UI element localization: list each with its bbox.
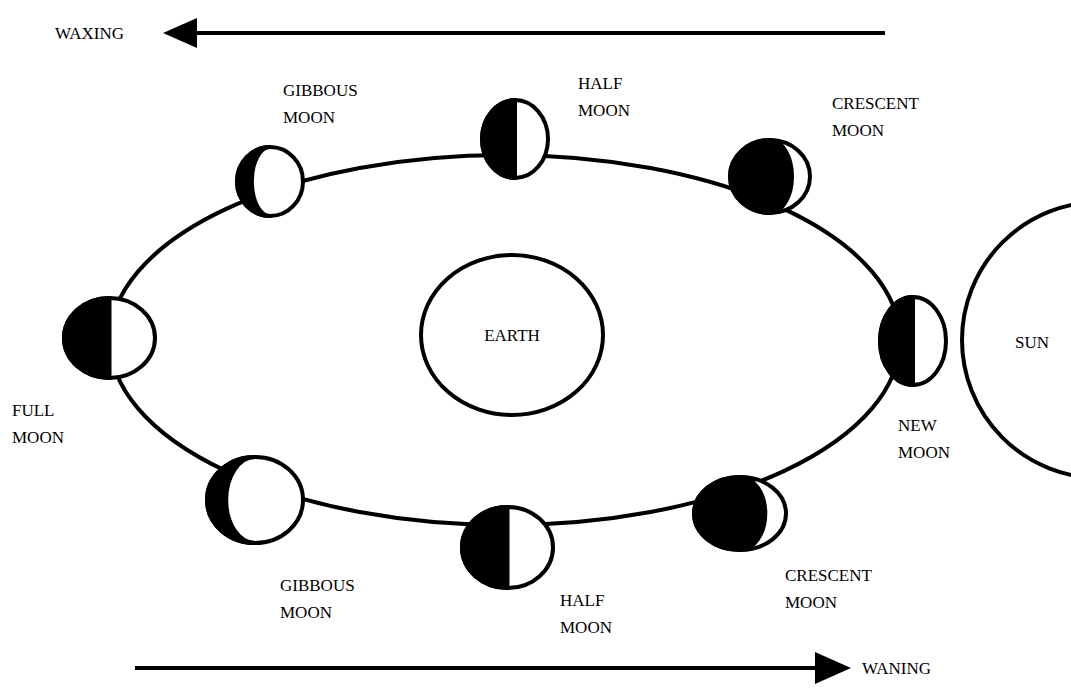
moon-shadow <box>694 477 765 550</box>
phase-label: HALF MOON <box>560 587 612 641</box>
phase-label: CRESCENT MOON <box>832 90 919 144</box>
phase-label: GIBBOUS MOON <box>283 77 358 131</box>
moon-shadow <box>730 140 792 213</box>
waxing-arrow-head <box>163 18 197 48</box>
waxing-arrow-line <box>185 31 885 35</box>
moon-shadow <box>237 147 270 216</box>
moon-outline <box>64 298 155 378</box>
moon-symbol <box>205 455 305 545</box>
moon-phase: GIBBOUS MOON <box>205 455 305 545</box>
moon-shadow <box>880 297 913 385</box>
moon-phase: HALF MOON <box>480 98 550 180</box>
moon-outline <box>482 100 548 178</box>
moon-phase: NEW MOON <box>878 295 948 387</box>
moon-phase: HALF MOON <box>460 505 555 590</box>
moon-outline <box>880 297 946 385</box>
sun-shape <box>962 202 1071 478</box>
waning-arrow-line <box>135 666 830 670</box>
moon-symbol <box>62 296 157 380</box>
phase-label: FULL MOON <box>12 397 64 451</box>
earth-label: EARTH <box>484 322 540 349</box>
direction-label: WAXING <box>55 20 124 47</box>
moon-symbol <box>480 98 550 180</box>
waning-arrow-head <box>815 652 851 684</box>
moon-symbol <box>878 295 948 387</box>
moon-outline <box>237 147 303 216</box>
moon-symbol <box>460 505 555 590</box>
moon-symbol <box>728 138 812 215</box>
moon-shadow <box>207 457 255 543</box>
moon-phase: FULL MOON <box>62 296 157 380</box>
moon-shadow <box>462 507 508 588</box>
moon-shadow <box>482 100 515 178</box>
phase-label: GIBBOUS MOON <box>280 572 355 626</box>
earth-ellipse: EARTH <box>419 253 605 417</box>
moon-outline <box>694 477 786 550</box>
phase-label: CRESCENT MOON <box>785 562 872 616</box>
moon-symbol <box>692 475 788 552</box>
sun-circle: SUN <box>960 200 1071 480</box>
moon-outline <box>730 140 810 213</box>
moon-outline <box>462 507 553 588</box>
direction-label: WANING <box>862 655 931 682</box>
moon-phase: CRESCENT MOON <box>728 138 812 215</box>
phase-label: NEW MOON <box>898 412 950 466</box>
moon-symbol <box>235 145 305 218</box>
earth-shape <box>421 255 603 415</box>
moon-outline <box>207 457 303 543</box>
phase-label: HALF MOON <box>578 70 630 124</box>
moon-phase: CRESCENT MOON <box>692 475 788 552</box>
moon-phase: GIBBOUS MOON <box>235 145 305 218</box>
moon-shadow <box>64 298 110 378</box>
sun-label: SUN <box>1015 329 1049 356</box>
